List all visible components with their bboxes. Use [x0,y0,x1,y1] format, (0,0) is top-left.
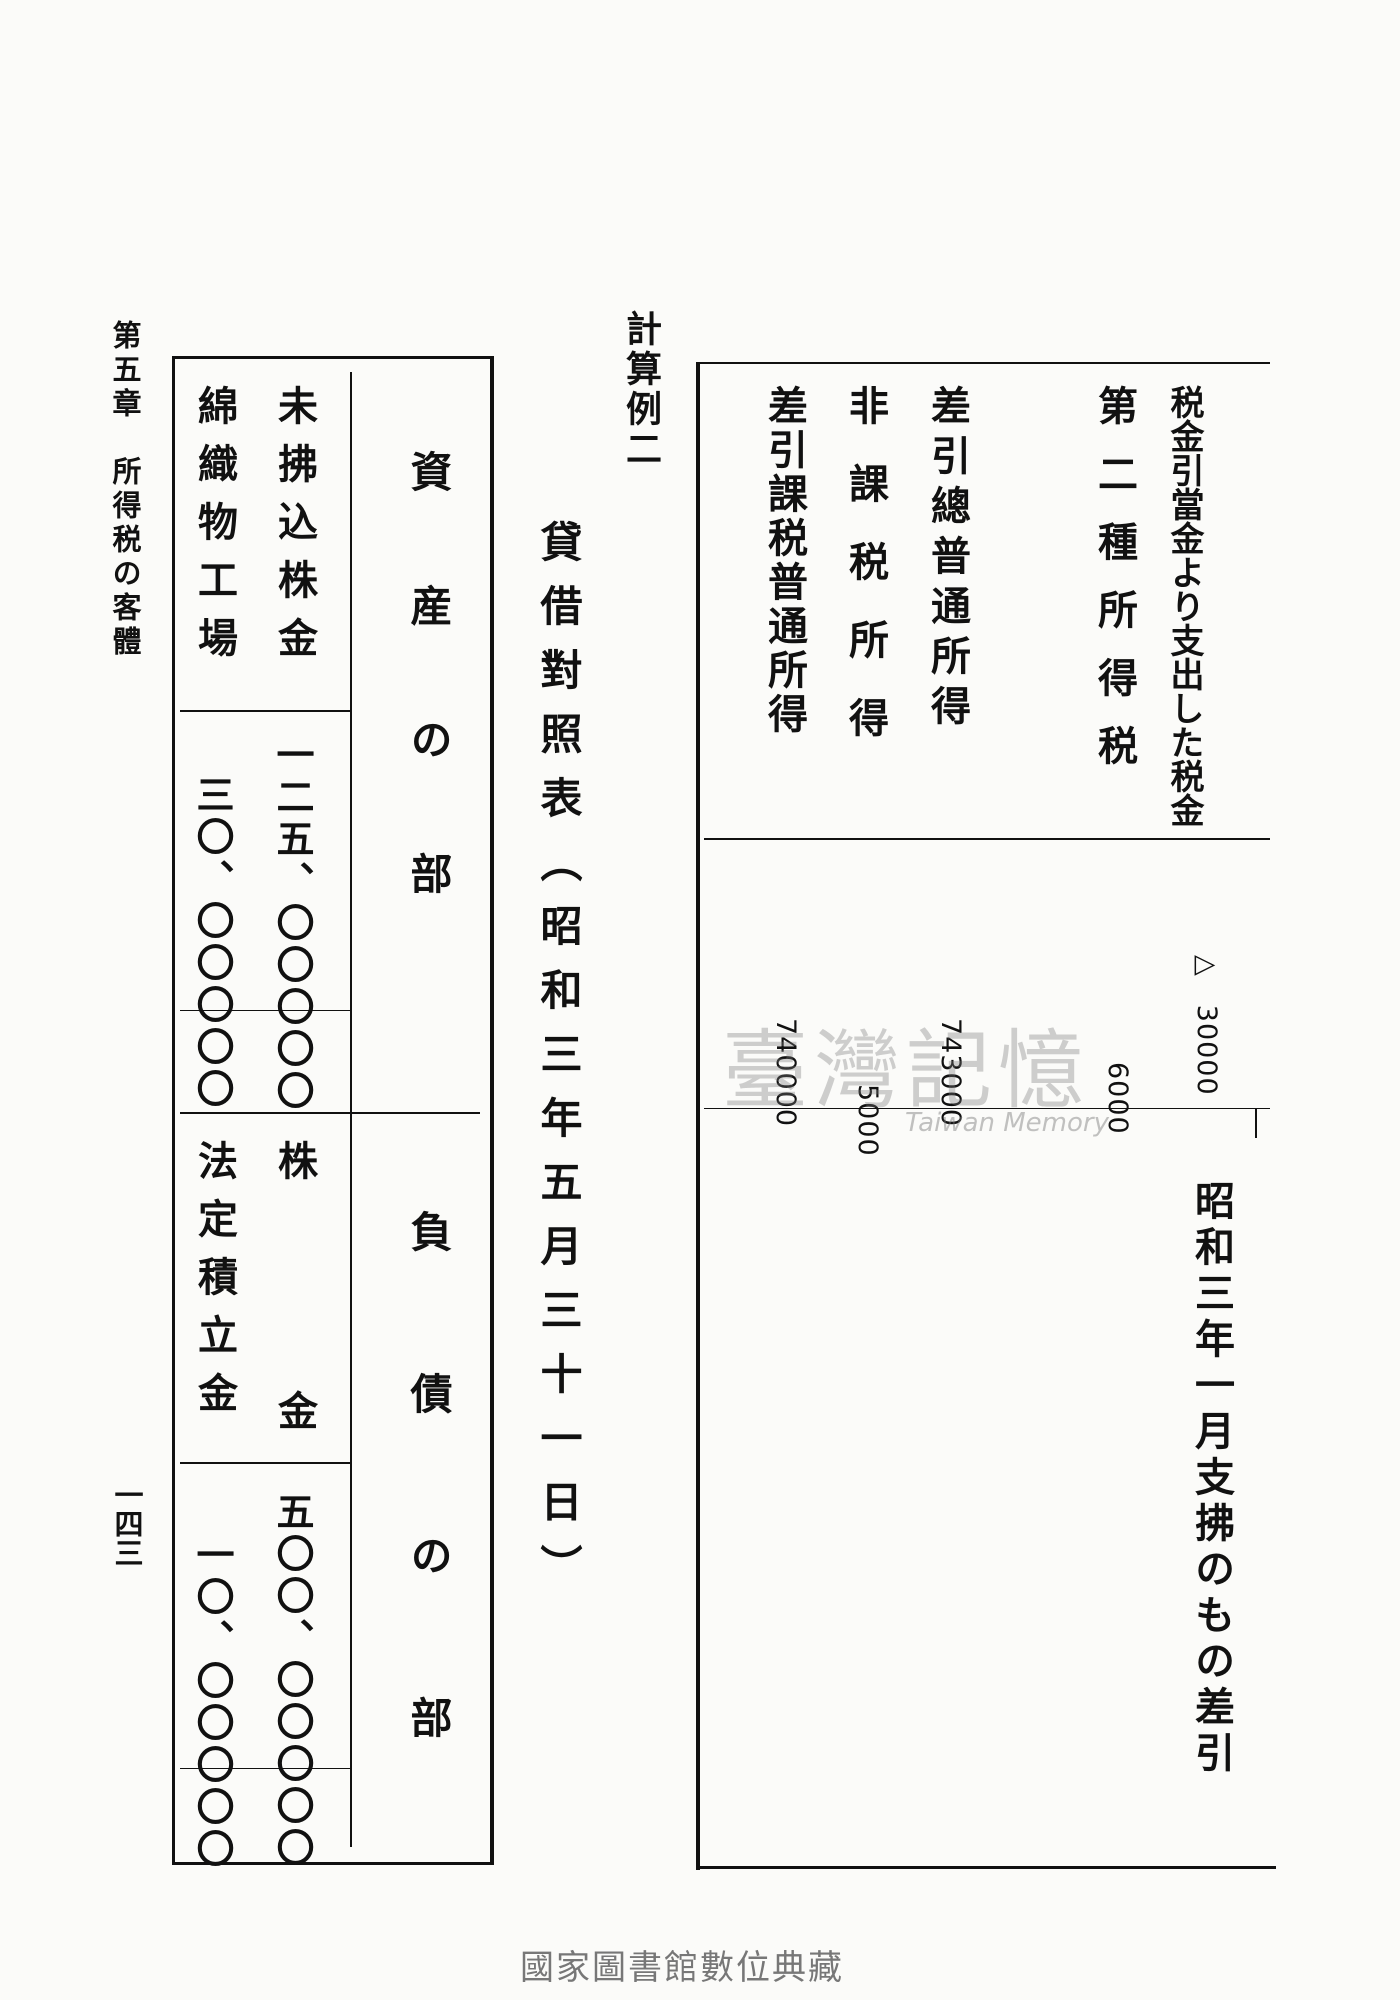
tax-row-label-net-taxable-ordinary-income: 差引課税普通所得 [761,385,808,737]
tax-row-value-tax-paid-from-reserve: △ 30000 [1191,955,1222,1096]
tax-row-label-text: 税金引當金より支出した税金 [1164,385,1204,827]
liability-label-legal-reserve: 法定積立金 [191,1140,238,1430]
asset-label-cotton-factory: 綿織物工場 [191,385,238,675]
tax-row-value-second-class-income-tax: 6000 [1102,1062,1133,1135]
footer-credit: 國家圖書館數位典藏 [520,1948,844,1988]
page-number: 一四三 [110,1480,144,1567]
liability-value-capital-stock: 五〇〇、〇〇〇〇〇 [270,1492,315,1870]
watermark-subtitle: Taiwan Memory [905,1108,1109,1138]
balance-sheet-title: 貸借對照表（昭和三年五月三十一日） [534,520,583,1608]
liability-value-legal-reserve: 一〇、〇〇〇〇〇 [190,1535,235,1871]
example-title: 計算例二 [620,310,662,470]
tax-table-note: 昭和三年一月支拂のもの差引 [1188,1180,1235,1778]
liability-label-capital-stock: 株金 [271,1140,318,1640]
tax-row-label-net-ordinary-income: 差引總普通所得 [924,385,971,735]
tax-row-value-non-taxable-income: 5000 [852,1084,883,1157]
liabilities-header: 負債の部 [404,1210,453,1858]
tax-row-value-net-ordinary-income: 743000 [935,1018,966,1128]
asset-value-unpaid-capital: 一二五、〇〇〇〇〇 [270,735,315,1113]
tax-row-label-second-class-income-tax: 第二種所得税 [1091,385,1138,793]
assets-header: 資産の部 [404,450,453,986]
tax-row-label-tax-paid-from-reserve: 税金引當金より支出した税金 [1160,385,1209,827]
asset-value-cotton-factory: 三〇、〇〇〇〇〇 [190,775,235,1111]
asset-label-unpaid-capital: 未拂込株金 [271,385,318,675]
watermark-logo: 臺灣記憶 [722,1021,1090,1121]
chapter-header: 第五章 所得税の客體 [108,320,142,660]
tax-row-value-net-taxable-ordinary-income: 740000 [770,1018,801,1128]
tax-row-label-non-taxable-income: 非課税所得 [842,385,889,775]
